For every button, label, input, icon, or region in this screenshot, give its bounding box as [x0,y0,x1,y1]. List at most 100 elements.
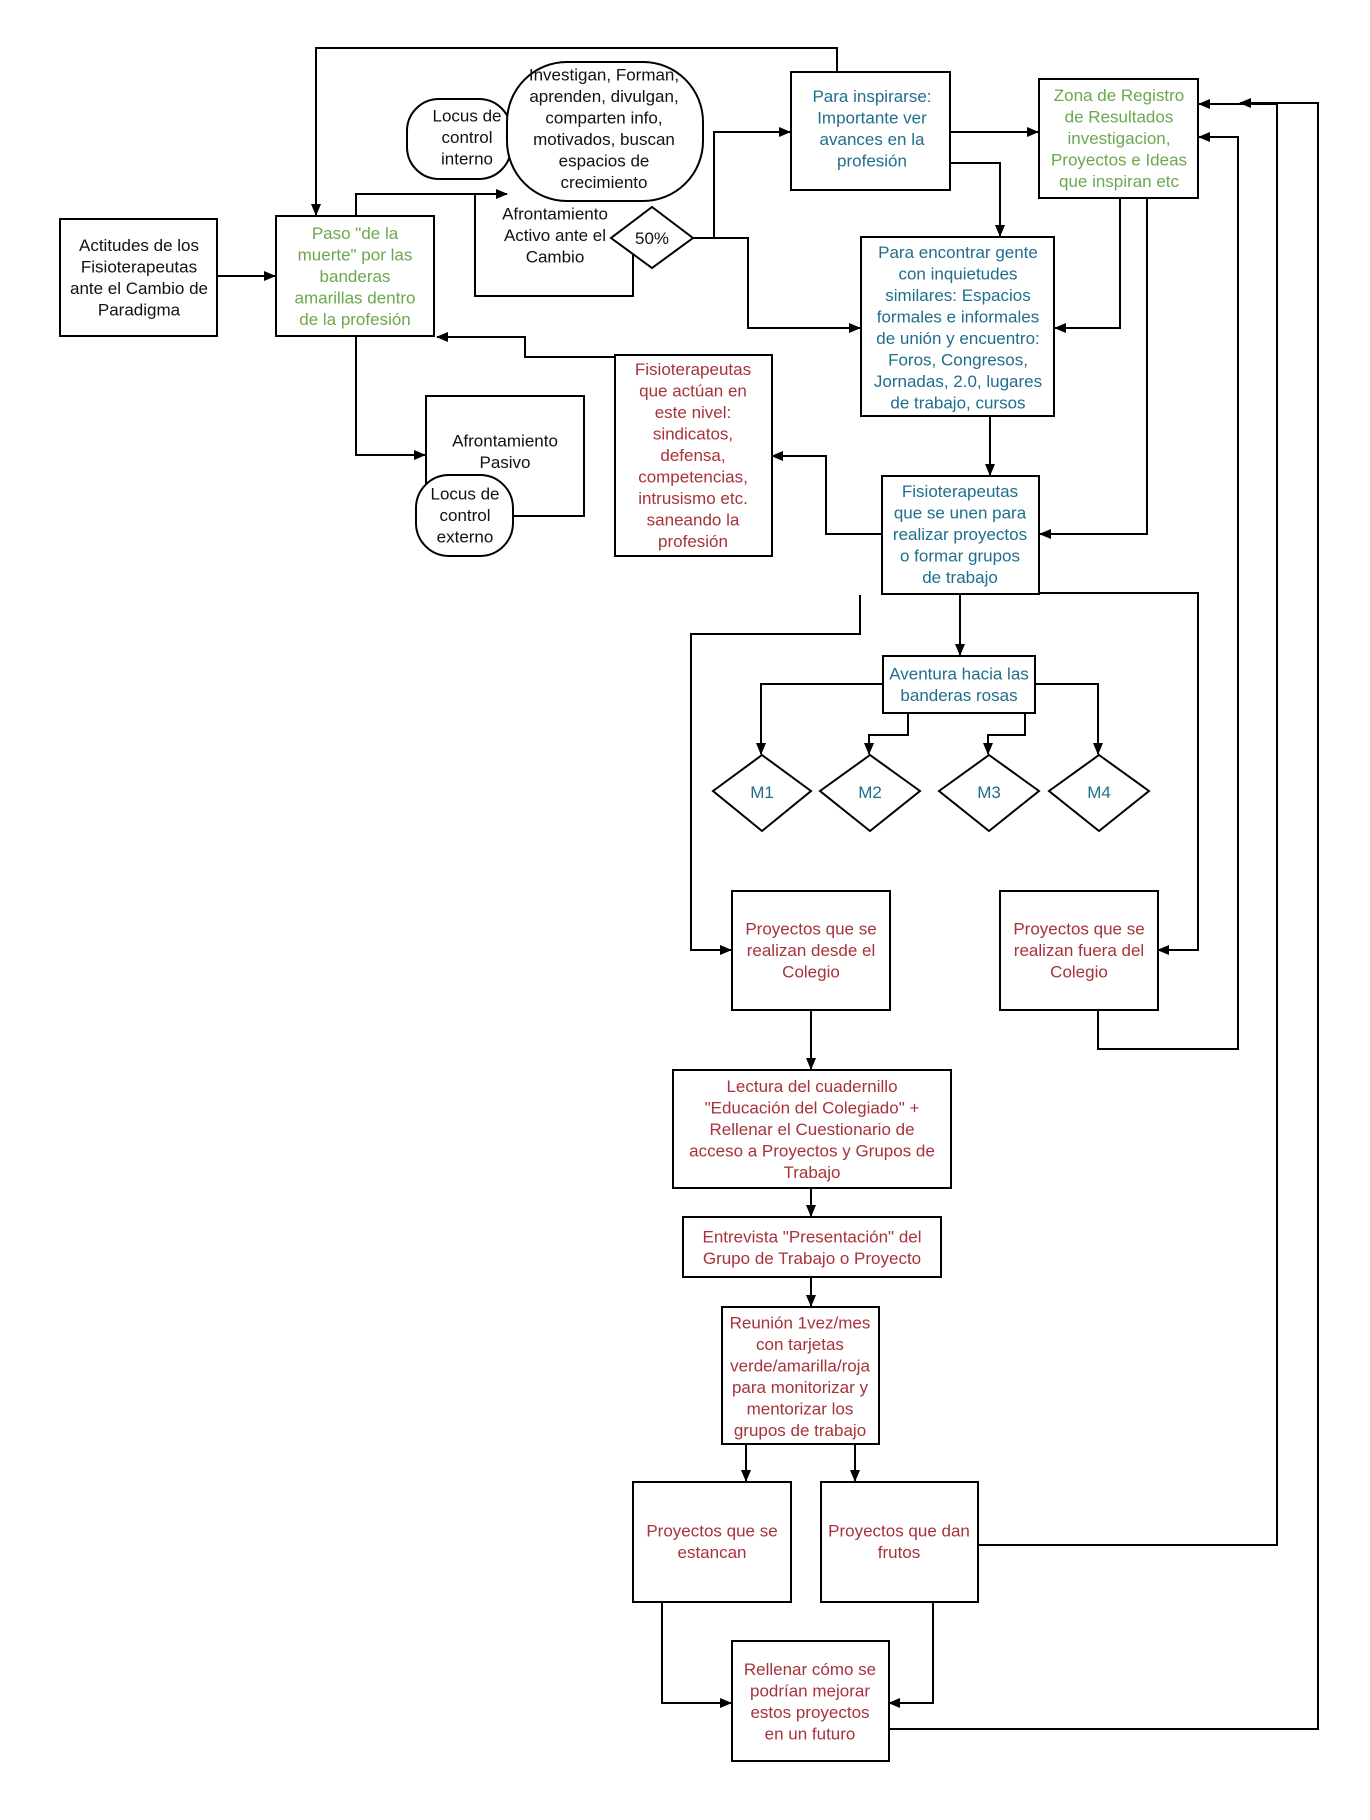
inspirarse-line: Para inspirarse: [812,87,931,106]
investigan-line: motivados, buscan [533,130,675,149]
rellenar-line: estos proyectos [750,1703,869,1722]
edge-unen-to-desde-colegio [690,595,861,955]
m4-label: M4 [1087,783,1111,802]
zona-line: Zona de Registro [1054,86,1184,105]
inspirarse-line: profesión [837,151,907,170]
zona-box [1038,78,1199,199]
edge-top-loop-to-paso [311,47,838,216]
edge-paso-to-investigan [355,189,508,215]
encontrar-line: con inquietudes [898,264,1017,283]
zona-line: Proyectos e Ideas [1051,151,1187,170]
reunion-line: Reunión 1vez/mes [730,1313,871,1332]
rellenar-box [731,1640,890,1762]
afrontamiento-activo-line: Cambio [526,248,585,267]
entrevista-box [682,1216,942,1278]
locus-interno-line: control [441,128,492,147]
investigan-line: espacios de [559,151,650,170]
rellenar-line: en un futuro [765,1724,856,1743]
edge-zona-to-unen [1039,199,1148,539]
edge-nivel-to-paso [436,332,614,358]
investigan-label: Investigan, Forman,aprenden, divulgan,co… [529,65,679,192]
m2-label: M2 [858,783,882,802]
edge-aventura-to-m1 [756,683,883,755]
fuera-colegio-box [999,890,1159,1011]
encontrar-line: similares: Espacios [885,286,1031,305]
pasivo-line: Afrontamiento [452,431,558,450]
investigan-line: aprenden, divulgan, [529,87,678,106]
edge-unen-to-fuera-colegio [1040,592,1199,955]
aventura-line: banderas rosas [900,686,1017,705]
edge-frutos-to-zona [977,99,1278,1546]
estancan-line: estancan [678,1543,747,1562]
edge-unen-to-nivel [771,451,881,535]
nivel-line: este nivel: [655,403,732,422]
encontrar-line: de trabajo, cursos [890,393,1025,412]
nivel-line: profesión [658,532,728,551]
estancan-label: Proyectos que se estancan [646,1521,777,1562]
unen-line: o formar grupos [900,547,1020,566]
edge-zona-to-encontrar [1054,199,1121,333]
nivel-line: defensa, [660,446,725,465]
zona-line: investigacion, [1067,129,1170,148]
locus-interno-label: Locus de control interno [433,107,502,169]
desde-colegio-line: Proyectos que se [745,920,876,939]
m3-diamond [937,753,1041,833]
desde-colegio-line: Colegio [782,963,840,982]
paso-box [275,215,435,337]
desde-colegio-line: realizan desde el [747,941,876,960]
edge-activo-bracket [474,193,634,297]
frutos-line: frutos [878,1543,921,1562]
reunion-line: con tarjetas [756,1335,844,1354]
unen-line: realizar proyectos [893,525,1027,544]
lectura-line: Trabajo [783,1163,840,1182]
lectura-line: "Educación del Colegiado" + [705,1099,920,1118]
unen-line: de trabajo [922,568,998,587]
m1-line: M1 [750,783,774,802]
encontrar-line: formales e informales [877,307,1040,326]
encontrar-box [860,236,1055,417]
edge-frutos-to-rellenar [888,1601,934,1708]
actitudes-line: ante el Cambio de [70,279,208,298]
lectura-label: Lectura del cuadernillo "Educación del Co… [689,1077,935,1182]
zona-line: que inspiran etc [1059,172,1180,191]
edge-pct-to-inspirarse [693,127,791,239]
m2-diamond [818,753,922,833]
estancan-line: Proyectos que se [646,1521,777,1540]
fuera-colegio-line: Proyectos que se [1013,920,1144,939]
paso-line: Paso "de la [312,224,399,243]
edge-rellenar-to-zona [889,98,1319,1730]
fuera-colegio-line: realizan fuera del [1014,941,1144,960]
investigan-line: crecimiento [561,173,648,192]
investigan-shape [506,61,704,202]
afrontamiento-activo-line: Activo ante el [504,226,606,245]
m4-line: M4 [1087,783,1111,802]
inspirarse-line: avances en la [820,130,925,149]
paso-line: banderas [320,267,391,286]
investigan-line: Investigan, Forman, [529,65,679,84]
unen-box [881,475,1040,595]
locus-interno-line: Locus de [433,107,502,126]
desde-colegio-box [731,890,891,1011]
reunion-line: grupos de trabajo [734,1421,866,1440]
locus-interno-line: interno [441,150,493,169]
nivel-box [614,354,773,557]
edge-aventura-to-m4 [1036,683,1103,755]
desde-colegio-label: Proyectos que se realizan desde el Colegio [745,920,876,982]
nivel-line: saneando la [647,511,740,530]
entrevista-line: Entrevista "Presentación" del [702,1227,921,1246]
reunion-box [721,1306,880,1445]
lectura-line: Lectura del cuadernillo [726,1077,897,1096]
nivel-line: competencias, [638,468,748,487]
m2-line: M2 [858,783,882,802]
